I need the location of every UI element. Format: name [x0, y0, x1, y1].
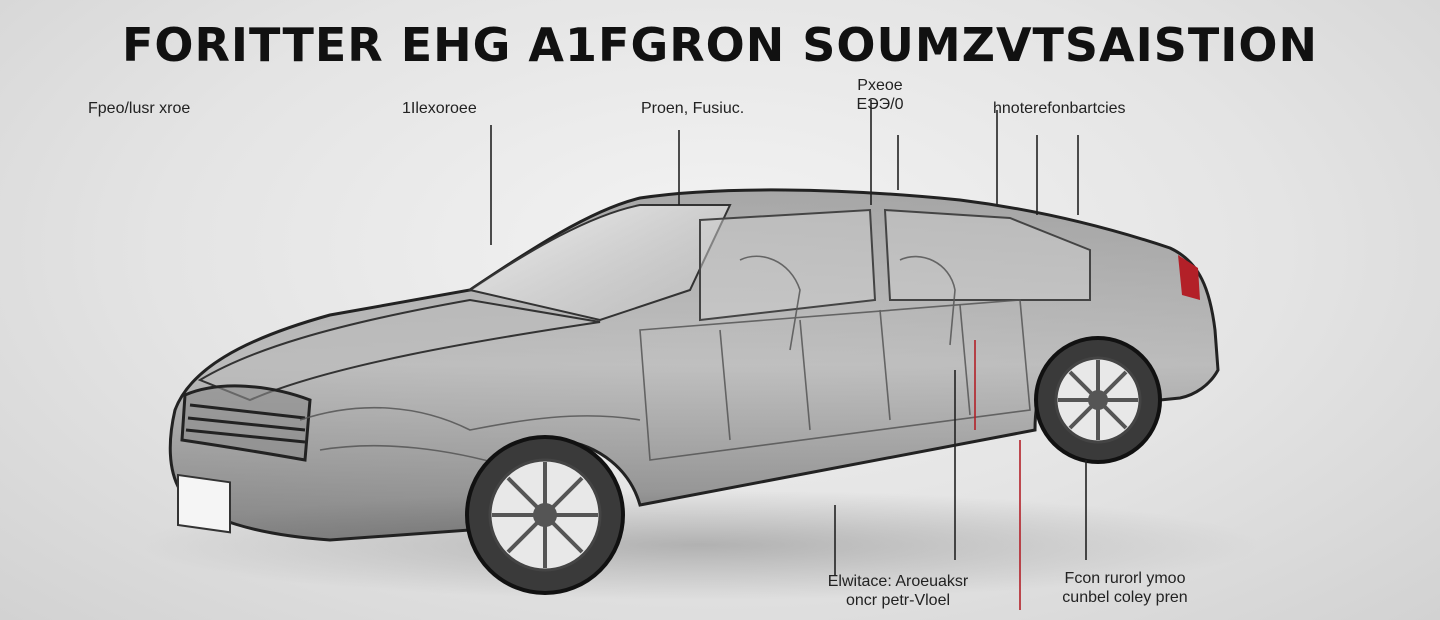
hood: [197, 298, 601, 402]
label-bottom-2-line2: cunbel coley pren: [1062, 589, 1188, 606]
label-top-1: Fpeo/lusr xroe: [88, 100, 191, 117]
label-bottom-1: Elwitace: Aroeuaksr oncr petr-Vloel: [828, 572, 969, 610]
side-window-rear: [883, 208, 1091, 301]
label-bottom-2: Fcon rurorl ymoo cunbel coley pren: [1062, 569, 1187, 607]
front-wheel: [465, 435, 625, 595]
diagram-title: FORITTER EHG A1FGRON SOUMZVTSAISTION: [121, 18, 1319, 72]
label-bottom-1-line2: oncr petr-Vloel: [845, 592, 951, 609]
license-plate: [177, 473, 231, 534]
label-top-2: 1Ilexoroee: [402, 100, 477, 117]
front-grille: [180, 384, 312, 462]
tail-light: [1178, 255, 1200, 300]
side-window-front: [699, 208, 877, 322]
rear-wheel: [1034, 336, 1162, 464]
label-top-4-line2: ЕЭЭ/0: [856, 96, 904, 113]
windshield: [467, 204, 732, 322]
interior-frame: [299, 255, 1031, 471]
label-top-4: Pxeoe ЕЭЭ/0: [856, 76, 903, 114]
leader-lines-top: [490, 100, 1079, 245]
label-top-3: Proen, Fusiuc.: [641, 100, 745, 117]
label-top-4-line1: Pxeoe: [857, 77, 903, 94]
label-bottom-2-line1: Fcon rurorl ymoo: [1064, 570, 1186, 587]
label-top-5: hnoterefonbartcies: [993, 100, 1126, 117]
label-bottom-1-line1: Elwitace: Aroeuaksr: [827, 573, 969, 590]
leader-lines-bottom: [834, 340, 1087, 610]
